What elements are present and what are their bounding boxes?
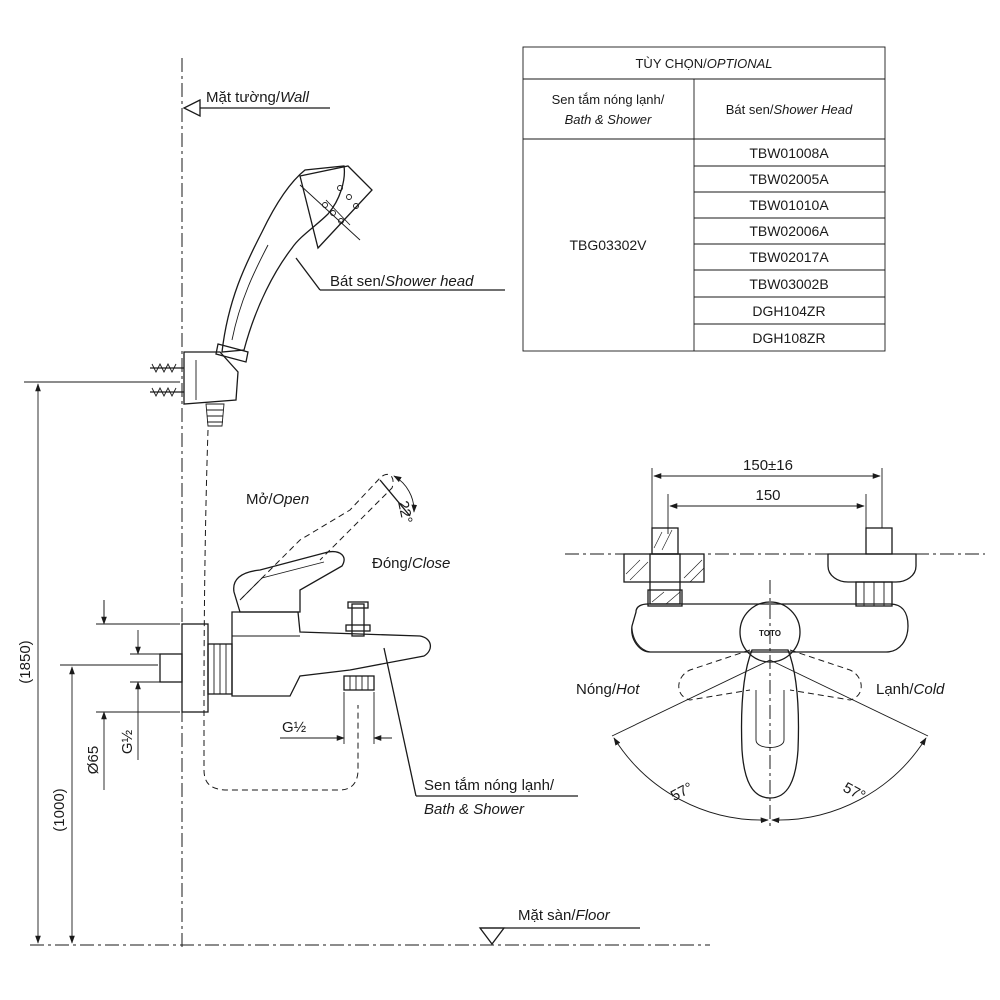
bath-shower-label-en: Bath & Shower xyxy=(424,801,525,818)
angle-hot-arc xyxy=(613,737,769,824)
angle-cold-label: 57° xyxy=(840,779,868,805)
table-title: TÙY CHỌN/OPTIONAL xyxy=(635,56,772,71)
angle-hot-label: 57° xyxy=(668,779,696,805)
table-shower-head: TBW02017A xyxy=(749,249,829,265)
floor-label: Mặt sàn/Floor xyxy=(518,907,611,924)
wall-label: Mặt tường/Wall xyxy=(206,89,310,106)
table-shower-head: DGH104ZR xyxy=(752,303,825,319)
shower-head-leader xyxy=(295,257,321,291)
bath-shower-leader xyxy=(383,647,417,797)
handle-cap xyxy=(739,601,801,663)
table-shower-head: TBW02005A xyxy=(749,171,829,187)
shower-head-label: Bát sen/Shower head xyxy=(330,273,474,290)
dim-1000-label: (1000) xyxy=(51,788,68,831)
open-label: Mở/Open xyxy=(246,491,309,508)
table-shower-head: TBW01008A xyxy=(749,145,829,161)
floor-marker xyxy=(478,927,640,946)
angle-cold-arc xyxy=(771,737,927,824)
optional-table: TÙY CHỌN/OPTIONAL Sen tắm nóng lạnh/ Bat… xyxy=(522,46,886,352)
dim-1850-label: (1850) xyxy=(17,640,34,683)
shower-head xyxy=(150,165,373,427)
mixer-side xyxy=(159,473,431,713)
table-col2-header: Bát sen/Shower Head xyxy=(726,102,853,117)
table-shower-head: TBW01010A xyxy=(749,197,829,213)
table-shower-head: TBW03002B xyxy=(749,276,828,292)
mixer-body-front xyxy=(631,603,909,653)
hot-label: Nóng/Hot xyxy=(576,681,640,698)
bath-shower-label-vn: Sen tắm nóng lạnh/ xyxy=(424,777,555,794)
close-label: Đóng/Close xyxy=(372,555,450,572)
dim-150-16-label: 150±16 xyxy=(743,457,793,474)
hose xyxy=(203,429,359,791)
dim-thread-inlet-label: G½ xyxy=(119,729,136,754)
handle-cold-position xyxy=(789,649,862,701)
brand-logo: TOTO xyxy=(759,629,781,638)
hot-inlet-union xyxy=(623,527,705,607)
handle-hot-position xyxy=(678,649,751,701)
table-shower-head: DGH108ZR xyxy=(752,330,825,346)
handle-center xyxy=(740,649,800,799)
wall-marker xyxy=(182,98,330,118)
cold-inlet-union xyxy=(827,527,917,607)
table-model: TBG03302V xyxy=(569,237,647,253)
table-col1-en: Bath & Shower xyxy=(565,112,652,127)
cold-label: Lạnh/Cold xyxy=(876,681,945,698)
dim-thread-outlet-label: G½ xyxy=(282,719,307,736)
dim-diameter-label: Ø65 xyxy=(85,746,102,774)
table-shower-head: TBW02006A xyxy=(749,223,829,239)
table-col1-vn: Sen tắm nóng lạnh/ xyxy=(552,92,665,107)
dim-150-label: 150 xyxy=(755,487,780,504)
angle-22-label: 22° xyxy=(394,499,415,525)
